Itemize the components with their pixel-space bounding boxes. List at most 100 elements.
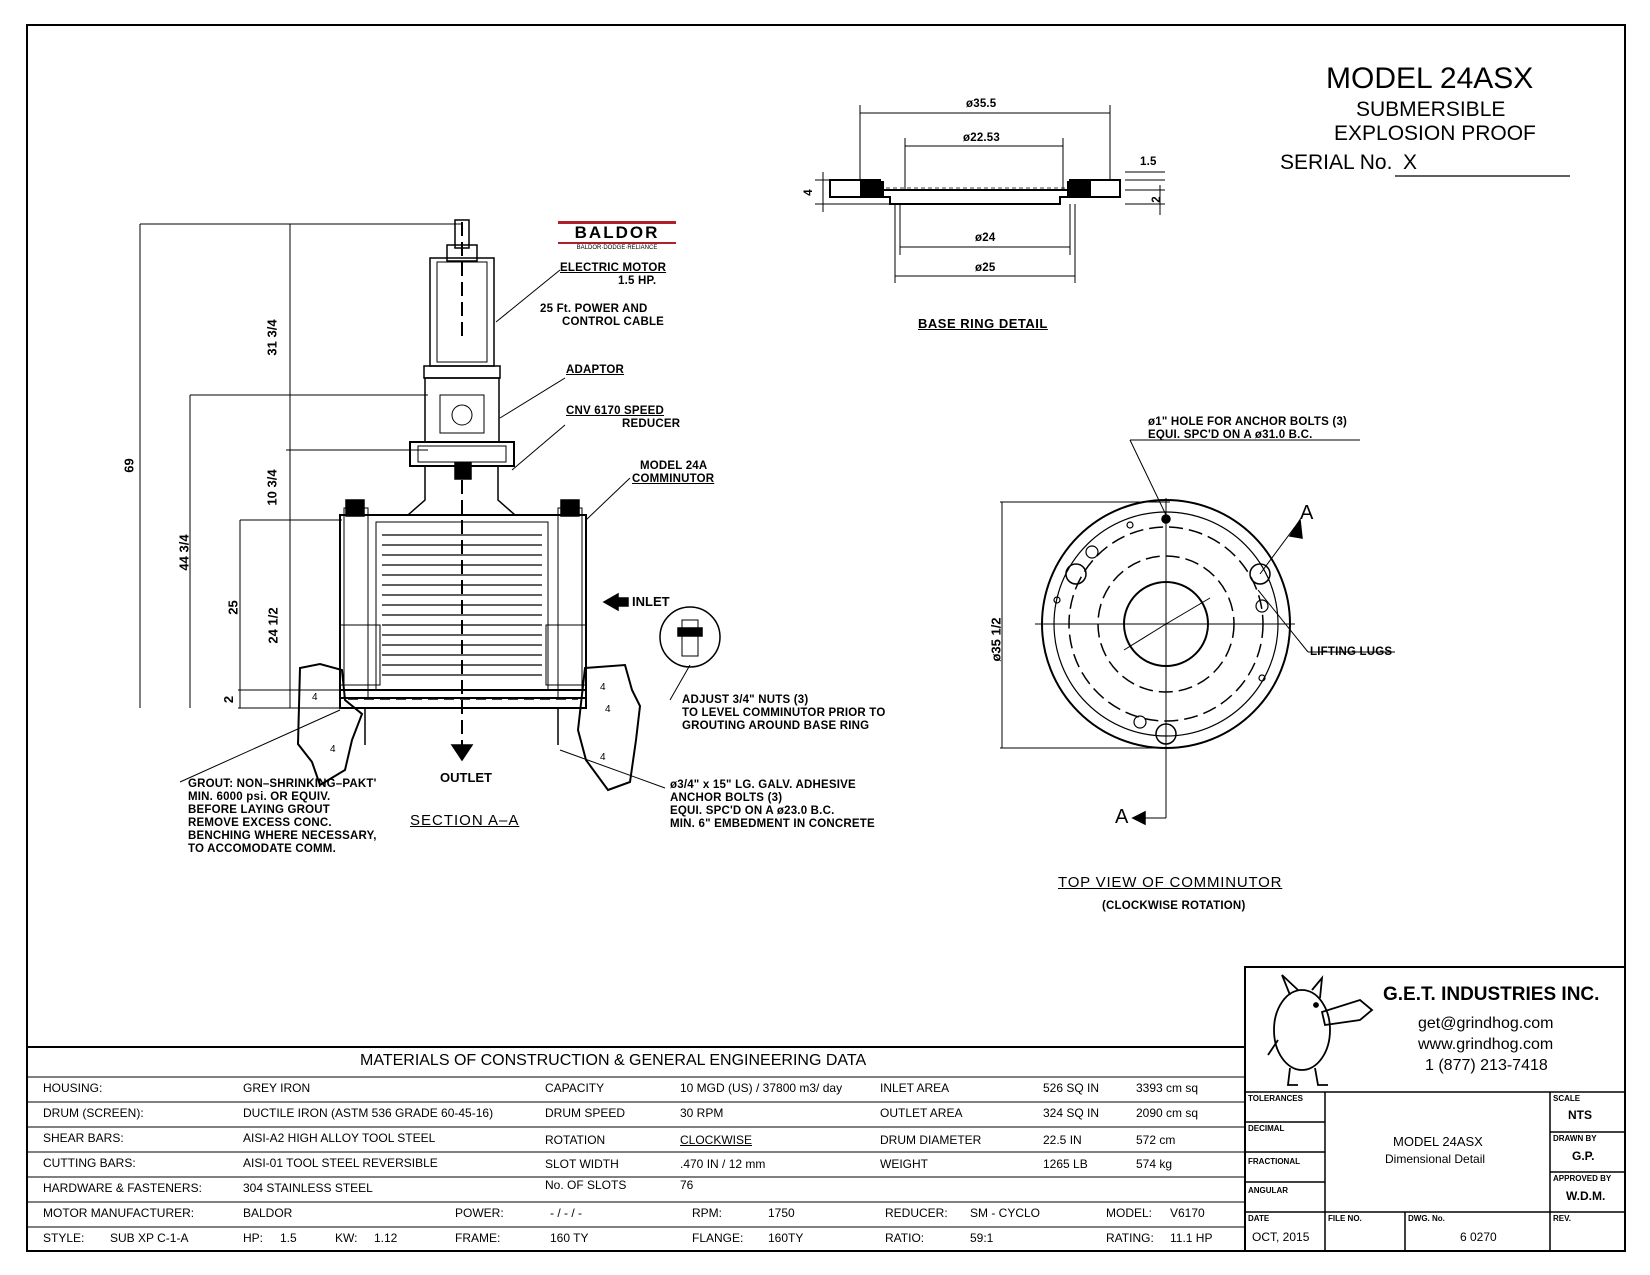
base-ring-detail [815, 105, 1165, 283]
dim-25: 25 [225, 600, 241, 615]
submersible-label: SUBMERSIBLE [1356, 98, 1506, 121]
base-ring-thk-2: 2 [1150, 196, 1163, 203]
mat-cell: CUTTING BARS: [43, 1156, 136, 1170]
mat-cell: HOUSING: [43, 1081, 103, 1095]
tb-description-1: MODEL 24ASX [1393, 1134, 1483, 1149]
callout-adjust-nuts: ADJUST 3/4" NUTS (3) TO LEVEL COMMINUTOR… [682, 694, 886, 732]
tb-date-label: DATE [1248, 1214, 1270, 1223]
top-view-subtitle: (CLOCKWISE ROTATION) [1102, 900, 1246, 912]
rating-label: RATING: [1106, 1231, 1154, 1245]
dim-24-1-2: 24 1/2 [265, 607, 281, 644]
mat-cell: 304 STAINLESS STEEL [243, 1181, 373, 1195]
dim-2: 2 [221, 695, 237, 704]
svg-text:4: 4 [600, 682, 606, 693]
mat-cell: 2090 cm sq [1136, 1106, 1199, 1120]
ratio-value: 59:1 [970, 1231, 994, 1245]
dim-69: 69 [121, 458, 137, 473]
motor-reducer: SM - CYCLO [970, 1206, 1041, 1220]
mat-cell: 10 MGD (US) / 37800 m3/ day [680, 1081, 843, 1095]
callout-reducer: CNV 6170 SPEED REDUCER [566, 405, 681, 430]
mat-cell: .470 IN / 12 mm [680, 1157, 766, 1171]
flange-value: 160TY [768, 1231, 804, 1245]
section-mark-a-top: A [1300, 502, 1314, 524]
callout-anchor-bolts: ø3/4" x 15" LG. GALV. ADHESIVE ANCHOR BO… [670, 779, 875, 830]
company-email: get@grindhog.com [1418, 1015, 1554, 1032]
svg-text:4: 4 [600, 752, 606, 763]
base-ring-dia-24: ø24 [975, 232, 996, 244]
mat-cell: 1265 LB [1043, 1157, 1088, 1171]
top-view [1000, 439, 1395, 826]
callout-grout: GROUT: NON–SHRINKING–PAKT' MIN. 6000 psi… [188, 778, 377, 855]
mat-cell: INLET AREA [880, 1081, 950, 1095]
motor-model: V6170 [1170, 1206, 1205, 1220]
svg-text:4: 4 [330, 744, 336, 755]
dim-44-3-4: 44 3/4 [176, 534, 192, 571]
frame-value: 160 TY [550, 1231, 589, 1245]
mat-cell: 22.5 IN [1043, 1133, 1082, 1147]
tb-angular-label: ANGULAR [1248, 1186, 1288, 1195]
mat-cell: CLOCKWISE [680, 1133, 753, 1147]
tb-scale-label: SCALE [1553, 1094, 1581, 1103]
callout-motor: ELECTRIC MOTOR 1.5 HP. [560, 262, 667, 287]
mat-cell: WEIGHT [880, 1157, 928, 1171]
motor-rpm: 1750 [768, 1206, 795, 1220]
hp-value: 1.5 [280, 1231, 297, 1245]
tb-rev-label: REV. [1553, 1214, 1571, 1223]
baldor-logo: BALDOR BALDOR·DODGE·RELIANCE [558, 221, 676, 251]
frame-label: FRAME: [455, 1231, 501, 1245]
tb-approved-label: APPROVED BY [1553, 1174, 1612, 1183]
serial-label: SERIAL No. [1280, 151, 1393, 174]
motor-power: - / - / - [550, 1206, 582, 1220]
baldor-logo-sub: BALDOR·DODGE·RELIANCE [576, 245, 658, 251]
callout-adaptor: ADAPTOR [566, 364, 625, 376]
tb-decimal-label: DECIMAL [1248, 1124, 1285, 1133]
tb-date: OCT, 2015 [1252, 1230, 1310, 1244]
tb-approved: W.D.M. [1566, 1189, 1606, 1203]
mat-cell: AISI-01 TOOL STEEL REVERSIBLE [243, 1156, 438, 1170]
callout-comminutor: MODEL 24A COMMINUTOR [632, 460, 715, 485]
tb-dwg: 6 0270 [1460, 1230, 1497, 1244]
mat-cell: 30 RPM [680, 1106, 724, 1120]
ratio-label: RATIO: [885, 1231, 925, 1245]
style-label: STYLE: [43, 1231, 85, 1245]
mat-cell: 574 kg [1136, 1157, 1173, 1171]
sheet-border [26, 24, 1626, 1252]
section-mark-a-bottom: A [1115, 806, 1129, 828]
base-ring-dia-25: ø25 [975, 262, 996, 274]
mat-cell: HARDWARE & FASTENERS: [43, 1181, 202, 1195]
company-name: G.E.T. INDUSTRIES INC. [1383, 984, 1600, 1005]
title-block-grid [1244, 966, 1626, 1252]
callout-cable: 25 Ft. POWER AND CONTROL CABLE [540, 303, 665, 328]
explosion-proof-label: EXPLOSION PROOF [1334, 122, 1536, 145]
motor-model-label: MODEL: [1106, 1206, 1153, 1220]
mat-cell: 572 cm [1136, 1133, 1176, 1147]
tb-drawn-label: DRAWN BY [1553, 1134, 1597, 1143]
inlet-label: INLET [632, 594, 670, 609]
mat-cell: DRUM (SCREEN): [43, 1106, 144, 1120]
mat-cell: DUCTILE IRON (ASTM 536 GRADE 60-45-16) [243, 1106, 494, 1120]
company-phone: 1 (877) 213-7418 [1425, 1057, 1548, 1074]
mat-cell: GREY IRON [243, 1081, 311, 1095]
base-ring-dia-22-53: ø22.53 [963, 132, 1001, 144]
base-ring-title: BASE RING DETAIL [918, 316, 1048, 331]
motor-rpm-label: RPM: [692, 1206, 722, 1220]
motor-mfr-label: MOTOR MANUFACTURER: [43, 1206, 195, 1220]
mat-cell: ROTATION [545, 1133, 606, 1147]
section-aa-title: SECTION A–A [410, 812, 520, 829]
mat-cell: DRUM SPEED [545, 1106, 626, 1120]
model-title: MODEL 24ASX [1326, 62, 1534, 95]
tb-file-label: FILE NO. [1328, 1214, 1362, 1223]
flange-label: FLANGE: [692, 1231, 744, 1245]
tb-description-2: Dimensional Detail [1385, 1152, 1486, 1166]
base-ring-dia-35-5: ø35.5 [966, 98, 997, 110]
dim-10-3-4: 10 3/4 [264, 469, 280, 506]
mat-cell: AISI-A2 HIGH ALLOY TOOL STEEL [243, 1131, 436, 1145]
callout-lifting-lugs: LIFTING LUGS [1310, 646, 1393, 658]
mat-cell: DRUM DIAMETER [880, 1133, 982, 1147]
outlet-label: OUTLET [440, 770, 492, 785]
mat-cell: SHEAR BARS: [43, 1131, 124, 1145]
svg-text:4: 4 [312, 692, 318, 703]
tb-tolerances-label: TOLERANCES [1248, 1094, 1303, 1103]
